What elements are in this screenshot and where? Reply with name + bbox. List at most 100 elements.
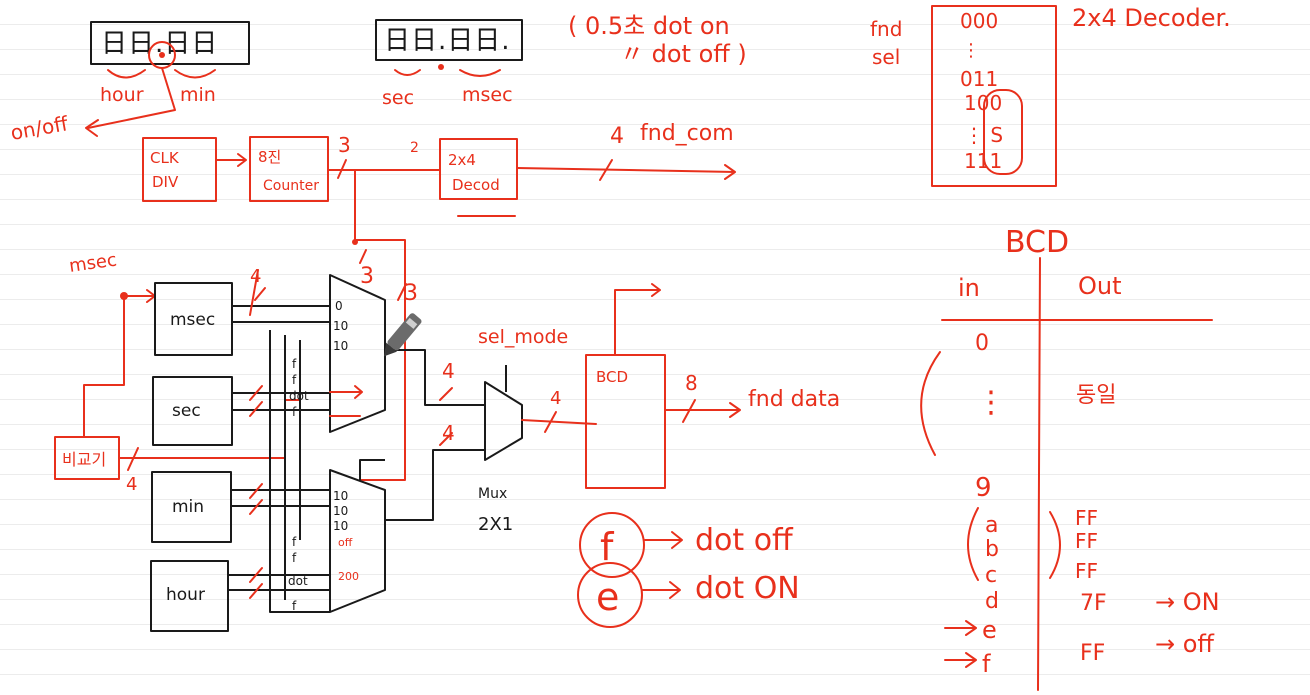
comparator-block: 비교기: [54, 436, 120, 480]
fnd-right-digits: 日日.日日.: [384, 26, 511, 56]
fnd-display-left: 日日.日日 hour min on/off: [9, 21, 250, 145]
bcd-out-width: 8: [685, 371, 698, 395]
min-text: min: [172, 497, 204, 517]
mux-2x1: Mux 2X1: [478, 381, 523, 535]
counter-text-2: Counter: [263, 178, 319, 194]
mux-bottom-in-2: 10: [333, 519, 348, 533]
decoder-block: 2x4 Decod: [439, 138, 518, 217]
comparator-out-label: 4: [126, 474, 137, 495]
decoder-row-1: ⋮: [962, 40, 980, 61]
decoder-title: 2x4 Decoder.: [1072, 4, 1231, 32]
bcd-row-6-in: d: [985, 589, 999, 614]
bcd-row-0-in: 0: [975, 331, 989, 356]
clk-div-text-1: CLK: [150, 149, 180, 167]
msec-bus-width: 4: [250, 266, 261, 287]
bcd-row-8-in: f: [982, 650, 991, 678]
label-msec: msec: [462, 84, 513, 106]
mux-bottom: 10 10 10 off f f dot f 200: [288, 469, 386, 613]
label-hour: hour: [100, 84, 144, 106]
label-on-off: on/off: [9, 111, 71, 145]
msec-input-label: msec: [68, 249, 118, 276]
bcd-row-2-in: 9: [975, 473, 992, 503]
fnd-com-label: fnd_com: [640, 121, 734, 146]
note-dot-on: ( 0.5초 dot on: [568, 12, 730, 40]
bcd-col-out: Out: [1078, 272, 1122, 300]
mux-bottom-in-7: f: [292, 599, 297, 613]
fnd-com-width: 4: [610, 124, 624, 149]
mux-out-top-width: 4: [442, 359, 455, 383]
comparator-text: 비교기: [62, 450, 106, 469]
clk-div-block: CLK DIV: [142, 137, 217, 202]
bcd-row-7-in: e: [982, 616, 997, 644]
bcd-row-5-out: FF: [1075, 559, 1098, 583]
counter-text-1: 8진: [258, 148, 281, 166]
decoder-in-label: 2: [410, 140, 419, 156]
decoder-truth-box: 000 ⋮ 011 100 ⋮ S 111 2x4 Decoder.: [931, 4, 1231, 187]
bcd-f-note: → off: [1155, 630, 1214, 658]
pen-cursor-icon[interactable]: [379, 312, 423, 361]
hour-text: hour: [166, 585, 205, 605]
mux-bottom-sel-label: 3: [404, 281, 418, 306]
sec-block: sec: [152, 376, 233, 446]
legend-meaning-e: dot ON: [695, 571, 800, 606]
decoder-row-0: 000: [960, 9, 998, 33]
mux-bottom-in-5: f: [292, 551, 297, 565]
bcd-row-4-in: b: [985, 537, 999, 562]
legend-meaning-f: dot off: [695, 523, 794, 558]
mux-top-in-6: f: [292, 405, 297, 419]
note-dot-off: 〃 dot off ): [620, 40, 747, 68]
legend-symbol-f: f: [600, 525, 615, 569]
sel-mode-label: sel_mode: [478, 326, 568, 348]
mux-top-sel-label: 3: [360, 264, 374, 289]
decoder-text-1: 2x4: [448, 151, 476, 169]
mux-bottom-in-3: off: [338, 536, 353, 549]
msec-text: msec: [170, 310, 215, 330]
fnd-data-label: fnd data: [748, 387, 840, 412]
mux-top-in-3: f: [292, 357, 297, 371]
bcd-d-note: → ON: [1155, 588, 1220, 616]
label-sec: sec: [382, 87, 414, 109]
fnd-display-right: 日日.日日. sec msec: [375, 19, 523, 109]
bcd-row-1-out: 동일: [1076, 383, 1116, 408]
label-min: min: [180, 84, 216, 106]
mux-top-in-5: dot: [289, 389, 309, 403]
fnd-left-digits: 日日.日日: [101, 29, 218, 59]
bcd-row-5-in: c: [985, 563, 997, 588]
bcd-block: BCD: [585, 354, 666, 489]
bcd-row-8-out: FF: [1080, 641, 1105, 666]
bcd-table-title: BCD: [1005, 225, 1069, 260]
bcd-in-width: 4: [550, 388, 561, 409]
data-buses: [228, 305, 330, 613]
min-block: min: [151, 471, 232, 543]
note-sel: sel: [872, 45, 900, 69]
decoder-row-2: 011: [960, 67, 998, 91]
mux-top-in-2: 10: [333, 339, 348, 353]
clk-div-text-2: DIV: [152, 173, 179, 191]
msec-block: msec: [154, 282, 233, 356]
bcd-row-3-out: FF: [1075, 506, 1098, 530]
legend-symbol-e: e: [596, 575, 619, 619]
dot-notes: ( 0.5초 dot on 〃 dot off ) fnd sel: [568, 12, 902, 69]
bcd-row-1-in: ⋮: [976, 385, 1006, 420]
mux-top-in-1: 10: [333, 319, 348, 333]
dot-legend: f dot off e dot ON: [577, 512, 800, 628]
bcd-row-3-in: a: [985, 513, 998, 538]
mux-2x1-text-2: 2X1: [478, 514, 513, 535]
decoder-text-2: Decod: [452, 176, 500, 194]
hour-block: hour: [150, 560, 229, 632]
mux-top: 0 10 10 f f dot f: [289, 274, 386, 433]
bcd-text: BCD: [596, 368, 628, 386]
mux-bottom-in-0: 10: [333, 489, 348, 503]
bcd-row-4-out: FF: [1075, 529, 1098, 553]
bcd-col-in: in: [958, 274, 980, 302]
note-fnd: fnd: [870, 17, 902, 41]
mux-bottom-in-1: 10: [333, 504, 348, 518]
sec-text: sec: [172, 401, 201, 421]
mux-out-bottom-width: 4: [442, 421, 455, 445]
mux-bottom-in-4: f: [292, 535, 297, 549]
mux-bottom-in-6: dot: [288, 574, 308, 588]
bcd-table: BCD in Out 0 ⋮ 동일 9 a FF b FF c FF d 7F …: [920, 225, 1220, 691]
counter-block: 8진 Counter: [249, 136, 329, 202]
counter-bits-label: 3: [338, 133, 351, 157]
